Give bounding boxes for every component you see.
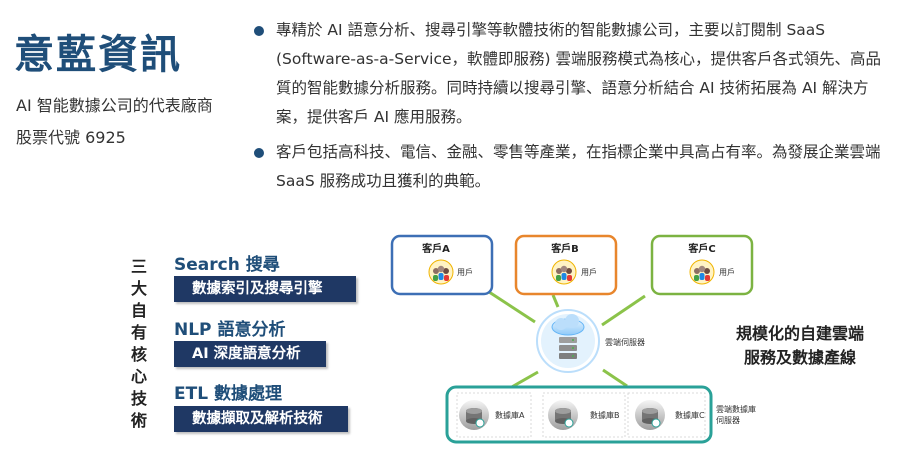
bullet-dot-icon: [254, 26, 264, 36]
database-icon: [547, 399, 579, 431]
stock-code: 股票代號 6925: [16, 128, 126, 147]
tech-heading-etl: ETL 數據處理: [174, 384, 282, 404]
connector-lines: [485, 288, 646, 390]
client-name: 客戶B: [550, 242, 579, 255]
bullet-dot-icon: [254, 148, 264, 158]
users-icon: [551, 259, 577, 285]
core-tech-vertical-title: 三大自有核心技術: [130, 257, 147, 430]
company-tagline: AI 智能數據公司的代表廠商: [16, 96, 213, 115]
cloud-server: [536, 309, 600, 373]
user-label: 用戶: [719, 267, 735, 277]
client-box-b: 客戶B 用戶: [514, 234, 618, 296]
connector-c: [601, 294, 646, 327]
tech-box-etl: 數據擷取及解析技術: [174, 406, 348, 432]
database-a: 數據庫A: [456, 392, 532, 438]
users-icon: [428, 259, 454, 285]
client-box-a: 客戶A 用戶: [390, 234, 494, 296]
connector-b: [551, 294, 560, 308]
cloud-pipeline-label-line: 服務及數據產線: [743, 348, 856, 367]
tech-heading-search: Search 搜尋: [174, 255, 280, 275]
client-name: 客戶C: [687, 242, 715, 255]
cloud-pipeline-label-line: 規模化的自建雲端: [735, 324, 864, 343]
database-b: 數據庫B: [542, 392, 626, 438]
tech-heading-nlp: NLP 語意分析: [174, 320, 286, 340]
company-description: 專精於 AI 語意分析、搜尋引擎等軟體技術的智能數據公司，主要以訂閱制 SaaS…: [252, 16, 892, 196]
database-cluster: 數據庫A 數據庫B 數據庫C: [445, 385, 713, 444]
database-label: 數據庫B: [590, 410, 620, 420]
client-box-c: 客戶C 用戶: [650, 234, 754, 296]
cloud-icon: [551, 314, 585, 336]
database-icon: [458, 399, 490, 431]
server-label: 雲端伺服器: [605, 337, 645, 347]
database-label: 數據庫C: [675, 410, 705, 420]
bullet-text: 專精於 AI 語意分析、搜尋引擎等軟體技術的智能數據公司，主要以訂閱制 SaaS…: [276, 21, 881, 126]
company-name: 意藍資訊: [14, 32, 182, 78]
users-icon: [689, 259, 715, 285]
database-label: 數據庫A: [495, 410, 525, 420]
bullet-text: 客戶包括高科技、電信、金融、零售等產業，在指標企業中具高占有率。為發展企業雲端 …: [276, 143, 881, 190]
connector-db-left: [509, 370, 539, 390]
connector-a: [485, 288, 536, 324]
cloud-pipeline-label: 規模化的自建雲端 服務及數據產線: [720, 322, 880, 370]
db-cluster-label: 雲端數據庫: [716, 404, 756, 414]
user-label: 用戶: [457, 267, 473, 277]
db-cluster-label: 伺服器: [716, 415, 740, 425]
client-name: 客戶A: [421, 242, 450, 255]
user-label: 用戶: [581, 267, 597, 277]
connector-db-right: [602, 368, 628, 388]
description-bullet: 專精於 AI 語意分析、搜尋引擎等軟體技術的智能數據公司，主要以訂閱制 SaaS…: [252, 16, 892, 132]
database-c: 數據庫C: [627, 392, 706, 438]
tech-box-nlp: AI 深度語意分析: [174, 341, 326, 367]
database-icon: [634, 399, 666, 431]
description-bullet: 客戶包括高科技、電信、金融、零售等產業，在指標企業中具高占有率。為發展企業雲端 …: [252, 138, 892, 196]
server-rack-icon: [559, 337, 577, 359]
tech-box-search: 數據索引及搜尋引擎: [174, 276, 356, 302]
